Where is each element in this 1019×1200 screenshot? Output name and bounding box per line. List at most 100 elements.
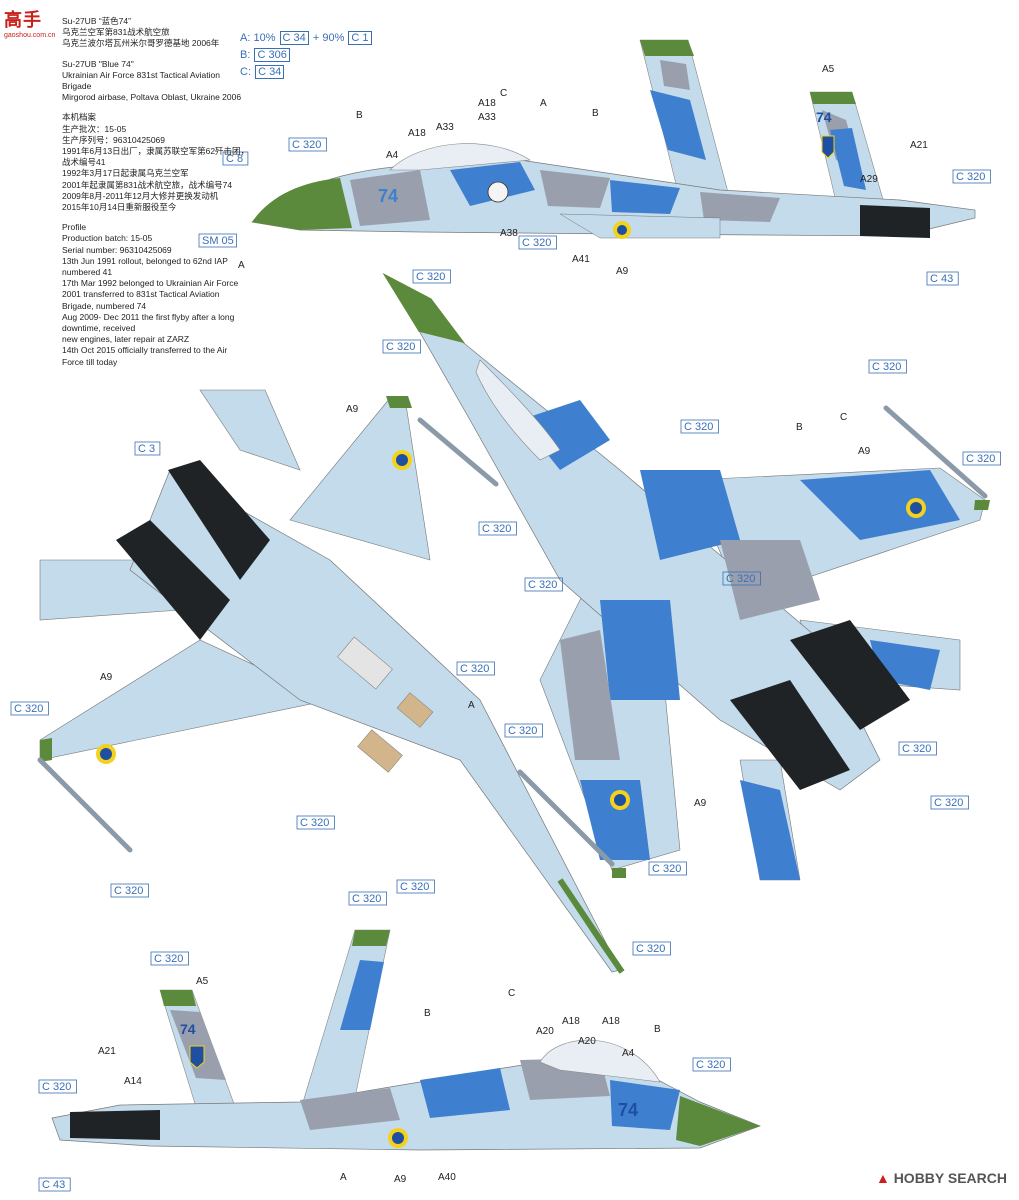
callout-box bbox=[648, 861, 687, 876]
callout-label: C 320 bbox=[288, 137, 327, 152]
callout-text: A21 bbox=[910, 140, 928, 151]
callout-box bbox=[222, 151, 249, 166]
callout-box bbox=[868, 359, 907, 374]
info-line: Aug 2009- Dec 2011 the first flyby after… bbox=[62, 311, 235, 322]
callout-label: C 43 bbox=[38, 1177, 71, 1192]
info-line: Su-27UB “蓝色74” bbox=[62, 16, 131, 26]
info-line: 生产批次：15-05 bbox=[62, 123, 127, 134]
callout-text: A9 bbox=[394, 1174, 407, 1185]
callout-box bbox=[296, 815, 335, 830]
callout-label: A9 bbox=[616, 266, 629, 277]
callout-text: C 320 bbox=[292, 139, 321, 151]
callout-text: C 320 bbox=[726, 573, 755, 585]
callout-label: C 320 bbox=[478, 521, 517, 536]
info-line: 1991年6月13日出厂，隶属苏联空军第62歼击团， bbox=[62, 146, 250, 157]
callout-text: C 320 bbox=[154, 953, 183, 965]
info-line: Mirgorod airbase, Poltava Oblast, Ukrain… bbox=[62, 92, 242, 103]
callout-label: B bbox=[654, 1024, 661, 1035]
callout-text: C 320 bbox=[696, 1059, 725, 1071]
callout-text: C 320 bbox=[522, 237, 551, 249]
callout-label: A33 bbox=[478, 112, 496, 123]
callout-box bbox=[382, 339, 421, 354]
callout-box bbox=[38, 1079, 77, 1094]
paint-legend: A: 10% C 34 + 90% C 1 B: C 306 C: C 34 bbox=[240, 30, 373, 81]
info-line: Force till today bbox=[62, 356, 118, 367]
callout-box bbox=[456, 661, 495, 676]
callout-label: A4 bbox=[386, 150, 399, 161]
callout-box bbox=[632, 941, 671, 956]
callout-label: A9 bbox=[100, 672, 113, 683]
callout-text: A4 bbox=[386, 150, 399, 161]
callout-label: C bbox=[840, 412, 847, 423]
callout-text: A bbox=[540, 98, 547, 109]
chinese-title-block: Su-27UB “蓝色74”乌克兰空军第831战术航空旅乌克兰波尔塔瓦州米尔哥罗… bbox=[62, 16, 282, 50]
callout-text: C 320 bbox=[416, 271, 445, 283]
callout-label: C 320 bbox=[518, 235, 557, 250]
callout-text: C 320 bbox=[636, 943, 665, 955]
callout-label: C 8 bbox=[222, 151, 249, 166]
trident-icon bbox=[821, 135, 835, 159]
callout-box bbox=[518, 235, 557, 250]
callout-box bbox=[396, 879, 435, 894]
callout-text: C 320 bbox=[42, 1081, 71, 1093]
trident-icon bbox=[189, 1045, 205, 1069]
callout-label: C 320 bbox=[648, 861, 687, 876]
info-line: Brigade, numbered 74 bbox=[62, 300, 147, 311]
callout-label: A bbox=[468, 700, 475, 711]
paint-code: C 34 bbox=[255, 65, 285, 79]
paint-code: C 306 bbox=[254, 48, 290, 62]
callout-box bbox=[134, 441, 161, 456]
callout-label: A41 bbox=[572, 254, 590, 265]
info-line: 13th Jun 1991 rollout, belonged to 62nd … bbox=[62, 255, 228, 266]
callout-box bbox=[926, 271, 959, 286]
callout-text: A40 bbox=[438, 1172, 456, 1183]
callout-text: C 320 bbox=[508, 725, 537, 737]
info-line: Serial number: 96310425069 bbox=[62, 244, 172, 255]
callout-text: A5 bbox=[822, 64, 835, 75]
callout-text: C 320 bbox=[114, 885, 143, 897]
callout-text: A9 bbox=[616, 266, 629, 277]
info-line: Ukrainian Air Force 831st Tactical Aviat… bbox=[62, 69, 220, 80]
info-line: 2001 transferred to 831st Tactical Aviat… bbox=[62, 289, 220, 300]
callout-text: C bbox=[840, 412, 847, 423]
callout-box bbox=[722, 571, 761, 586]
info-line: new engines, later repair at ZARZ bbox=[62, 334, 190, 345]
callout-box bbox=[150, 951, 189, 966]
callout-text: A33 bbox=[478, 112, 496, 123]
callout-label: A18 bbox=[408, 128, 426, 139]
info-line: 乌克兰空军第831战术航空旅 bbox=[62, 27, 170, 38]
callout-box bbox=[962, 451, 1001, 466]
callout-label: B bbox=[592, 108, 599, 119]
callout-text: C 320 bbox=[482, 523, 511, 535]
underside-view bbox=[37, 389, 625, 974]
callout-label: A9 bbox=[694, 798, 707, 809]
callout-text: A14 bbox=[124, 1076, 142, 1087]
callout-label: C 320 bbox=[680, 419, 719, 434]
callout-label: C 320 bbox=[692, 1057, 731, 1072]
paint-code: + 90% bbox=[312, 32, 345, 44]
hobby-search-watermark: ▲ HOBBY SEARCH bbox=[875, 1170, 1007, 1186]
callout-text: C 320 bbox=[872, 361, 901, 373]
callout-box bbox=[930, 795, 969, 810]
callout-label: A38 bbox=[500, 228, 518, 239]
callout-label: C 320 bbox=[412, 269, 451, 284]
callout-label: C 320 bbox=[952, 169, 991, 184]
legend-row: A: 10% C 34 + 90% C 1 bbox=[240, 30, 373, 47]
callout-label: A4 bbox=[622, 1048, 635, 1059]
callout-label: C 320 bbox=[930, 795, 969, 810]
legend-row: C: C 34 bbox=[240, 64, 373, 81]
info-line: 17th Mar 1992 belonged to Ukrainian Air … bbox=[62, 278, 239, 289]
callout-label: C 320 bbox=[456, 661, 495, 676]
info-line: numbered 41 bbox=[62, 267, 113, 278]
callout-text: A38 bbox=[500, 228, 518, 239]
info-line: 生产序列号：96310425069 bbox=[62, 134, 166, 145]
callout-box bbox=[680, 419, 719, 434]
info-line: 1992年3月17日起隶属乌克兰空军 bbox=[62, 168, 189, 179]
callout-label: A bbox=[238, 260, 245, 271]
callout-text: A bbox=[238, 260, 245, 271]
callout-label: A9 bbox=[858, 446, 871, 457]
callout-box bbox=[10, 701, 49, 716]
